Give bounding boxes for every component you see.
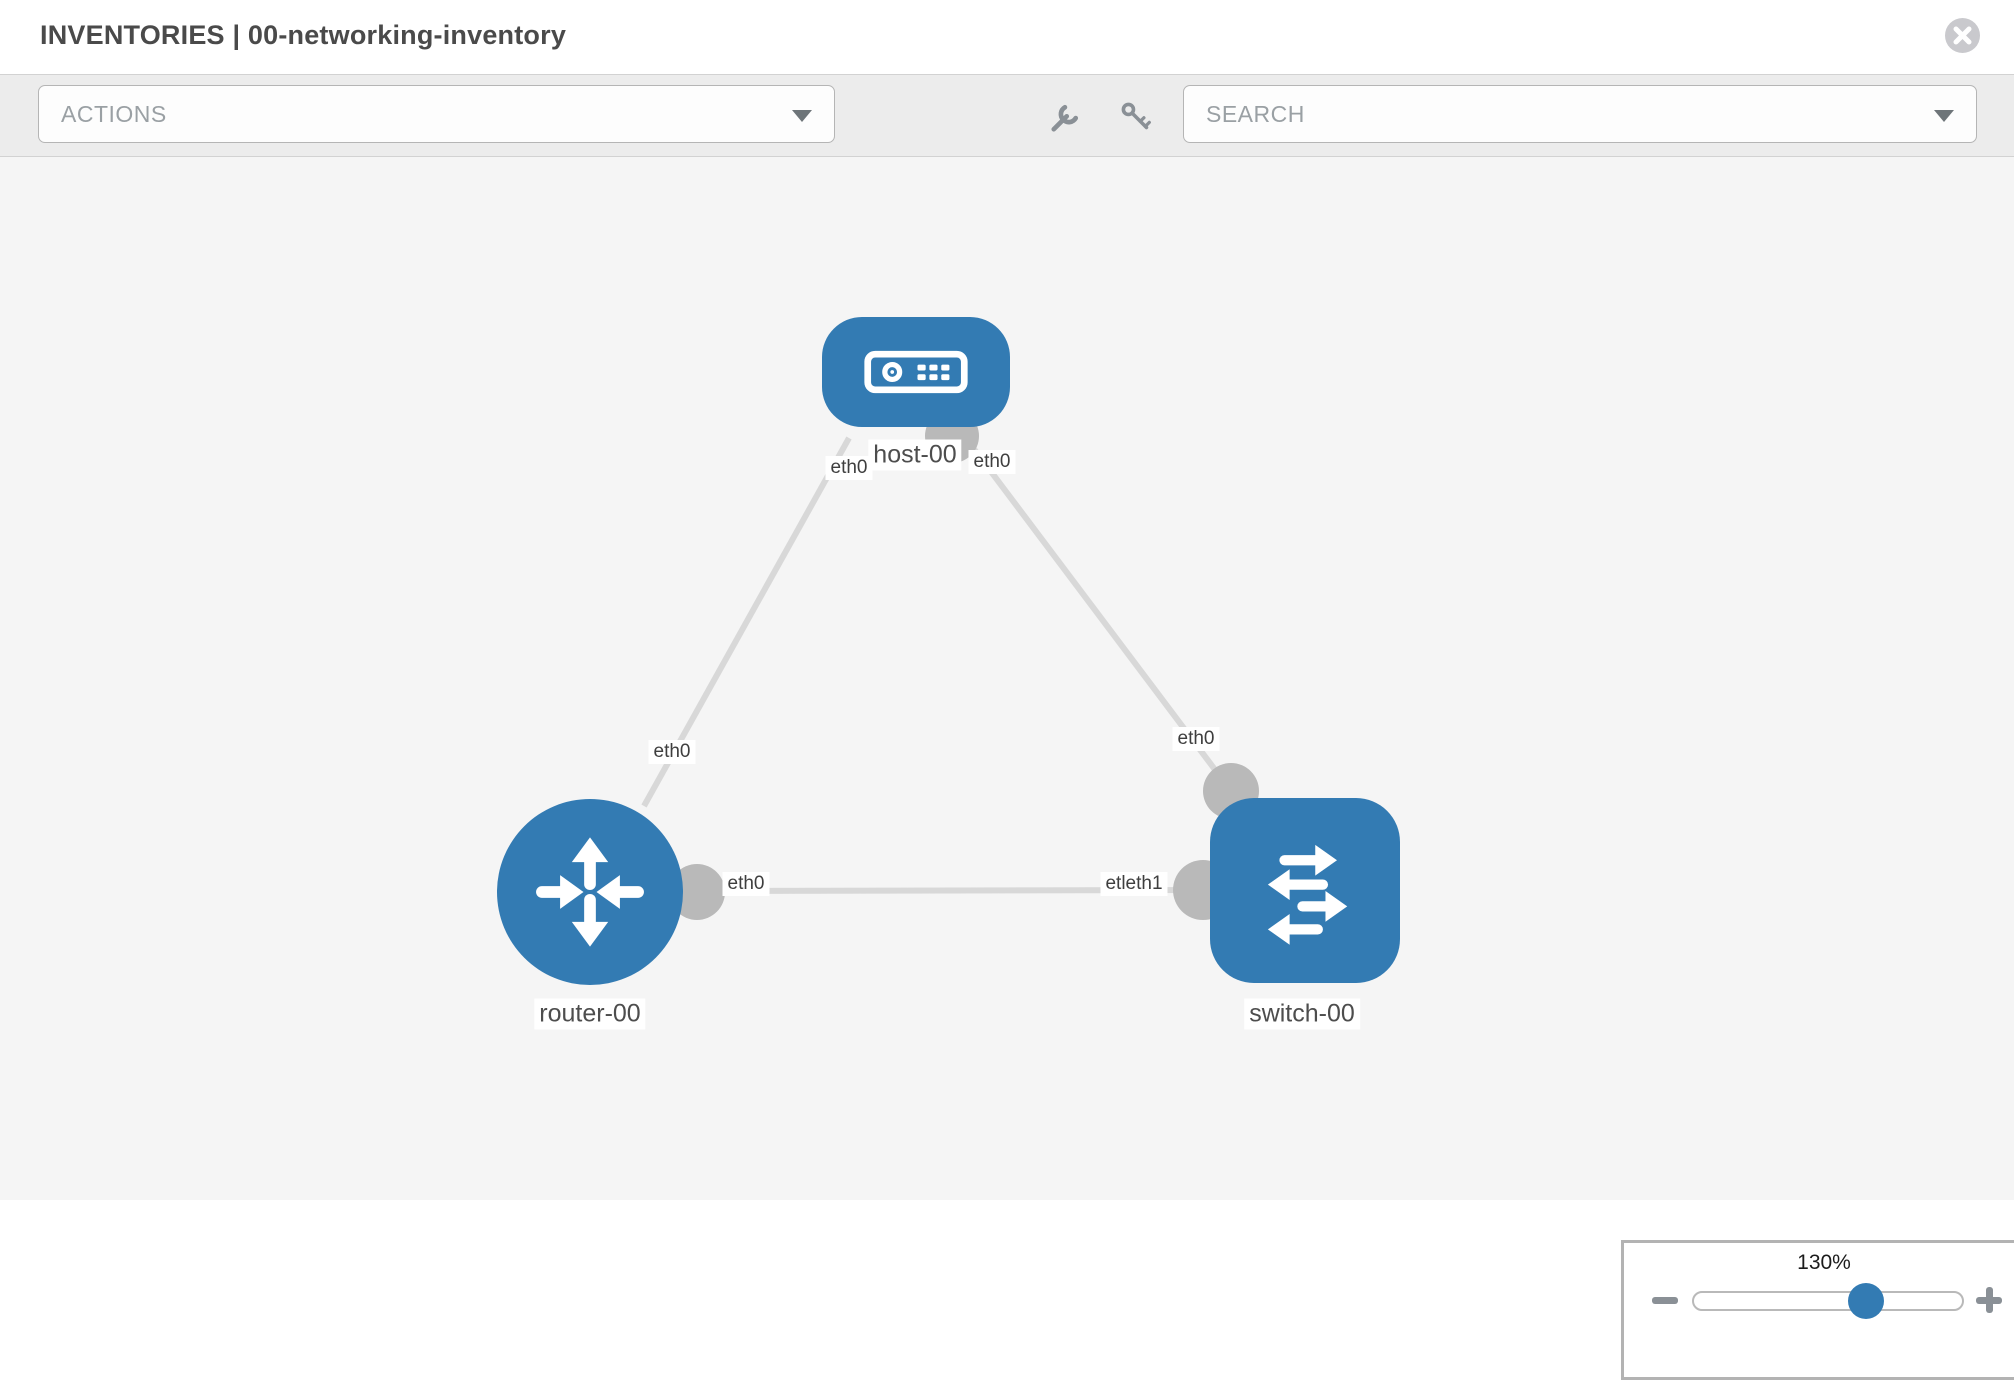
- node-label-switch-00: switch-00: [1244, 998, 1360, 1030]
- iface-label-router-eth0-right: eth0: [722, 872, 770, 896]
- chevron-down-icon: [792, 110, 812, 122]
- iface-label-host-eth0-right: eth0: [968, 450, 1016, 474]
- zoom-level-value: 130%: [1797, 1251, 1851, 1274]
- port-dot-router: [669, 864, 725, 920]
- iface-label-switch-eth1-left: etleth1: [1100, 872, 1168, 896]
- zoom-slider-thumb[interactable]: [1848, 1283, 1884, 1319]
- node-host-00[interactable]: [822, 317, 1010, 427]
- search-placeholder: SEARCH: [1206, 100, 1305, 127]
- search-input[interactable]: SEARCH: [1183, 85, 1977, 143]
- host-icon: [864, 350, 968, 394]
- zoom-control-panel: 130%: [1621, 1240, 2014, 1380]
- header-bar: INVENTORIES | 00-networking-inventory: [0, 0, 2014, 74]
- iface-label-router-eth0-top: eth0: [648, 740, 696, 764]
- topology-canvas[interactable]: host-00 router-00 switch-00 eth0 eth0 et…: [0, 157, 2014, 1380]
- close-button[interactable]: [1945, 18, 1980, 53]
- node-switch-00[interactable]: [1210, 798, 1400, 983]
- zoom-slider-track[interactable]: [1692, 1291, 1964, 1311]
- key-icon[interactable]: [1118, 99, 1154, 135]
- toolbar: ACTIONS SEARCH: [0, 74, 2014, 157]
- iface-label-host-eth0-left: eth0: [825, 456, 873, 480]
- zoom-out-button[interactable]: [1652, 1297, 1678, 1304]
- zoom-in-button[interactable]: [1976, 1287, 2002, 1313]
- node-label-host-00: host-00: [868, 439, 962, 471]
- node-router-00[interactable]: [497, 799, 683, 985]
- switch-icon: [1267, 844, 1348, 945]
- iface-label-switch-eth0-top: eth0: [1172, 727, 1220, 751]
- wrench-icon[interactable]: [1048, 99, 1084, 135]
- actions-dropdown-value: ACTIONS: [61, 100, 167, 127]
- close-icon: [1953, 26, 1972, 45]
- router-icon: [536, 837, 644, 947]
- node-label-router-00: router-00: [534, 998, 646, 1030]
- actions-dropdown[interactable]: ACTIONS: [38, 85, 835, 143]
- chevron-down-icon: [1934, 110, 1954, 122]
- page-title: INVENTORIES | 00-networking-inventory: [40, 20, 567, 50]
